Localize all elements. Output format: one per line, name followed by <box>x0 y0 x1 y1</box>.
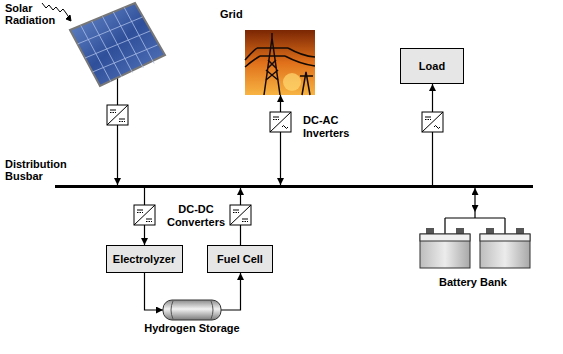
dc-dc-converter <box>134 205 155 225</box>
node-text: Electrolyzer <box>113 253 175 265</box>
node-text: Load <box>419 60 445 72</box>
load-box: Load <box>400 48 464 84</box>
grid-node: Grid <box>215 5 317 95</box>
converter-label: DC-DC Converters <box>163 203 229 229</box>
dc-dc-converter <box>107 105 128 125</box>
power-flow-connector <box>280 95 281 185</box>
node-text: Solar Radiation <box>5 2 61 26</box>
solar-panel <box>70 3 165 86</box>
node-text: Distribution Busbar <box>5 158 75 182</box>
power-flow-connector <box>221 273 241 310</box>
node-text: Grid <box>220 8 322 20</box>
hydrogen-tank <box>163 300 221 320</box>
solar-panel-node: Solar Radiation <box>5 2 165 78</box>
power-flow-connector <box>474 188 475 212</box>
dc-ac-inverter <box>422 112 443 132</box>
node-text: Hydrogen Storage <box>137 322 247 334</box>
fuel-cell-box: Fuel Cell <box>207 245 273 273</box>
power-flow-connector <box>117 78 118 185</box>
converter-label: DC-AC Inverters <box>303 114 363 140</box>
node-text: Fuel Cell <box>217 253 263 265</box>
node-text: Battery Bank <box>412 276 534 288</box>
hydrogen-storage-node: Hydrogen Storage <box>163 300 221 320</box>
power-flow-connector <box>432 84 433 185</box>
battery-bank <box>420 212 530 268</box>
grid-photo <box>245 30 315 95</box>
distribution-busbar: Distribution Busbar <box>55 185 533 188</box>
dc-ac-inverter <box>270 112 291 132</box>
power-flow-connector <box>145 273 164 310</box>
electrolyzer-box: Electrolyzer <box>106 245 183 273</box>
battery-bank-node: Battery Bank <box>412 212 534 288</box>
dc-dc-converter <box>230 205 251 225</box>
